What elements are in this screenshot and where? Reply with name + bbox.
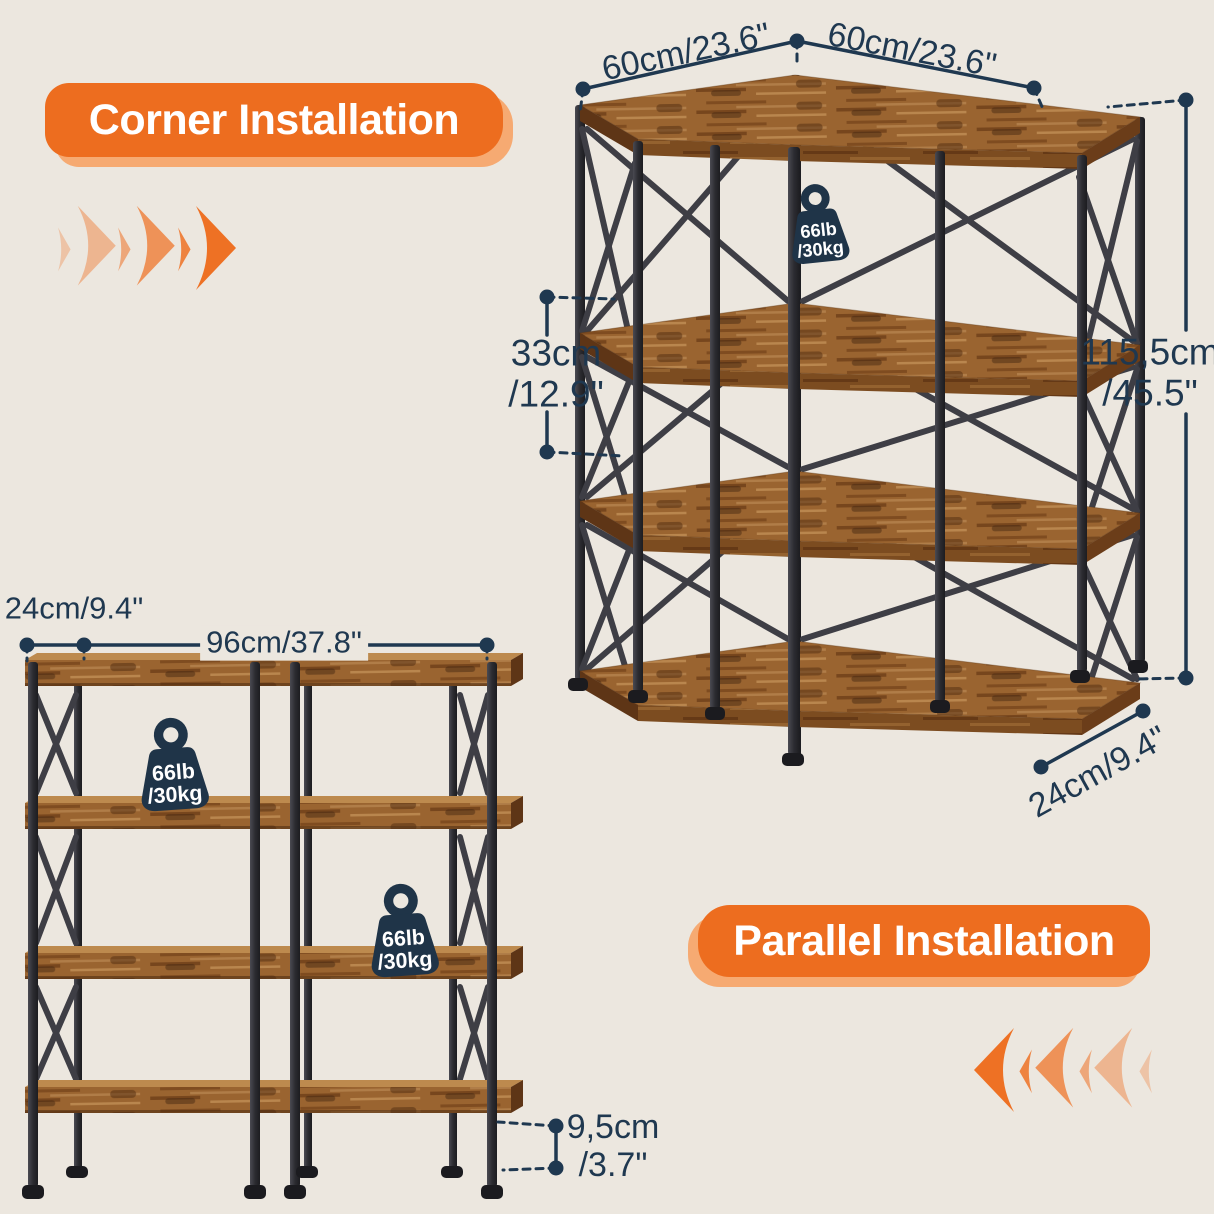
dim-label-parallel-width: 96cm/37.8" [200, 625, 368, 661]
triple-dart-left-icon [974, 1027, 1152, 1112]
dim-label-base-height: 9,5cm /3.7" [567, 1108, 660, 1184]
weight-badge-corner: 66lb /30kg [776, 178, 861, 271]
capacity-lb: 66lb [381, 925, 425, 952]
capacity-kg: /30kg [147, 781, 203, 809]
shelf-feet [568, 660, 1148, 766]
weight-badge-parallel-lower: 66lb /30kg [355, 879, 452, 985]
corner-banner-label: Corner Installation [88, 95, 460, 144]
capacity-lb: 66lb [151, 759, 195, 786]
dim-label-parallel-depth: 24cm/9.4" [4, 590, 144, 626]
kettlebell-icon: 66lb /30kg [792, 184, 850, 264]
corner-bookshelf-illustration [568, 74, 1148, 766]
parallel-installation-banner: Parallel Installation [698, 905, 1150, 977]
capacity-lb: 66lb [799, 218, 837, 243]
triple-dart-right-icon [58, 205, 236, 290]
parallel-bookshelf-illustration [22, 653, 523, 1199]
shelf-gap-cm: 33cm [510, 332, 602, 374]
kettlebell-icon: 66lb /30kg [141, 717, 209, 812]
shelf-gap-in: /12.9" [508, 374, 604, 415]
height-in: /45.5" [1102, 373, 1198, 414]
capacity-kg: /30kg [377, 947, 433, 975]
base-height-cm: 9,5cm [566, 1107, 660, 1146]
parallel-banner-label: Parallel Installation [733, 916, 1115, 965]
weight-badge-parallel-upper: 66lb /30kg [125, 713, 222, 819]
cross-braces [579, 96, 1140, 720]
base-height-in: /3.7" [578, 1146, 648, 1184]
shelf-feet [22, 1166, 503, 1199]
corner-installation-banner: Corner Installation [45, 83, 503, 157]
capacity-kg: /30kg [796, 236, 845, 262]
dim-label-shelf-gap: 33cm /12.9" [508, 333, 603, 416]
kettlebell-icon: 66lb /30kg [371, 883, 439, 978]
dim-label-height: 115,5cm /45.5" [1080, 332, 1214, 415]
cross-braces [33, 692, 491, 1082]
height-cm: 115,5cm [1080, 331, 1214, 373]
